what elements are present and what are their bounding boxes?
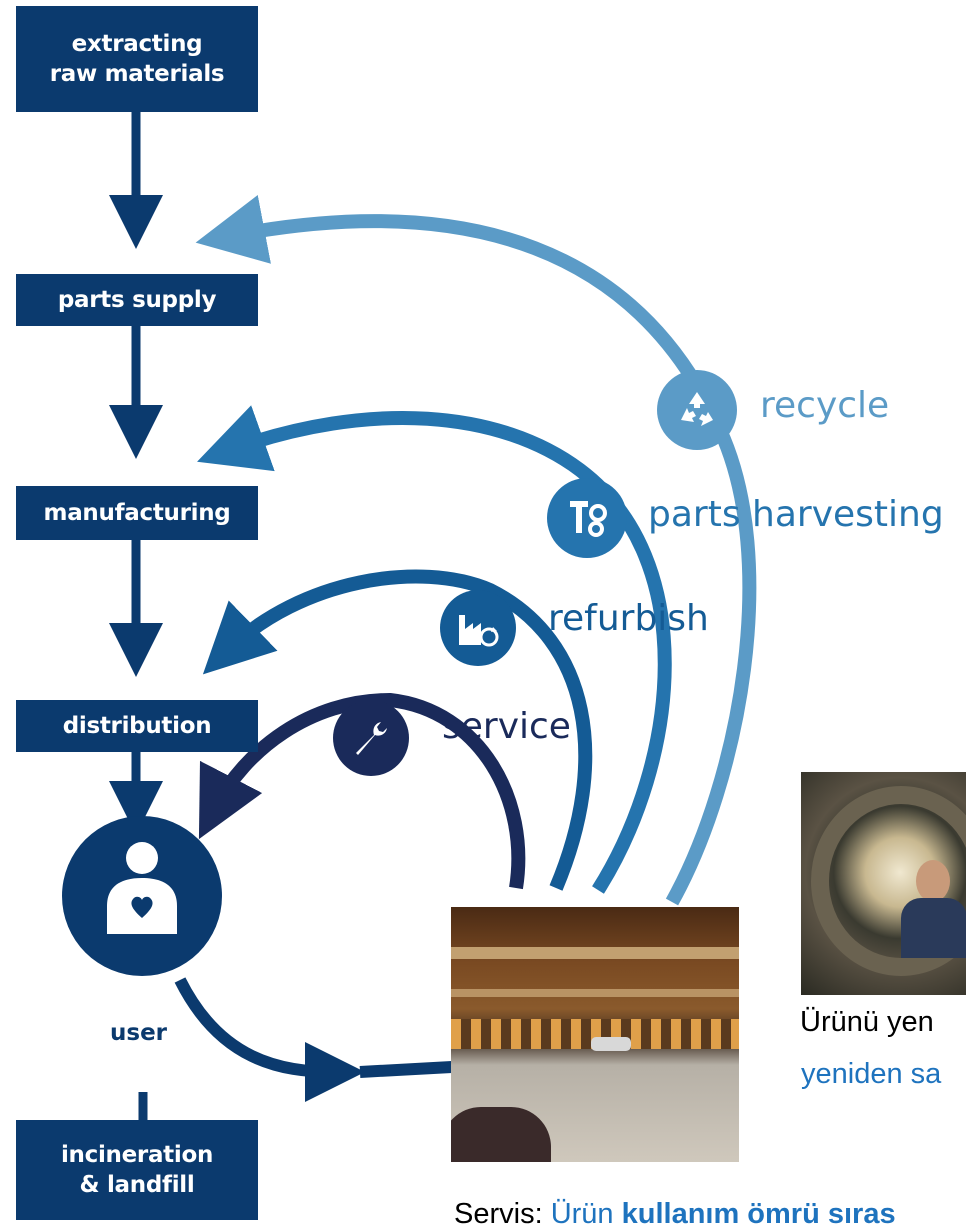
wrench-icon (356, 722, 387, 755)
service-label: service (442, 706, 571, 747)
user-return-arrow (174, 977, 365, 1102)
recycle-icon (681, 392, 713, 426)
caption-bottom: Servis: Ürün kullanım ömrü sıras (454, 1196, 896, 1232)
parked-car (591, 1037, 631, 1051)
recycle-label: recycle (760, 385, 890, 426)
box-distribution: distribution (16, 700, 258, 752)
factory-cycle-icon (459, 615, 499, 647)
person-heart-icon (107, 842, 177, 934)
technician-head (916, 860, 950, 902)
garage-beam (451, 989, 739, 997)
refurbish-badge (440, 590, 516, 666)
parking-garage-photo (451, 907, 739, 1162)
car-foreground (451, 1107, 551, 1162)
box-parts-supply: parts supply (16, 274, 258, 326)
box-manufacturing: manufacturing (16, 486, 258, 540)
caption-bottom-bold: kullanım ömrü sıras (621, 1198, 896, 1230)
caption-bottom-prefix: Servis: (454, 1198, 551, 1230)
technician-body (901, 898, 966, 958)
parts-harvesting-label: parts harvesting (648, 494, 944, 535)
tools-gear-icon (570, 501, 607, 537)
garage-beam (451, 947, 739, 959)
technician-photo (801, 772, 966, 995)
refurbish-loop (202, 569, 593, 891)
recycle-loop (195, 195, 757, 906)
parts-harvesting-loop (197, 405, 672, 894)
caption-right-line2: yeniden sa (801, 1058, 942, 1090)
parts-harvesting-badge (547, 478, 627, 558)
caption-bottom-mid: Ürün (550, 1198, 622, 1230)
box-extracting: extracting raw materials (16, 6, 258, 112)
service-badge (333, 700, 409, 776)
box-incineration: incineration & landfill (16, 1120, 258, 1220)
main-flow-arrows (109, 112, 170, 1187)
refurbish-label: refurbish (548, 598, 709, 639)
recycle-badge (657, 370, 737, 450)
service-loop (198, 692, 526, 890)
caption-right-line1: Ürünü yen (800, 1006, 934, 1038)
user-label: user (110, 1020, 168, 1046)
